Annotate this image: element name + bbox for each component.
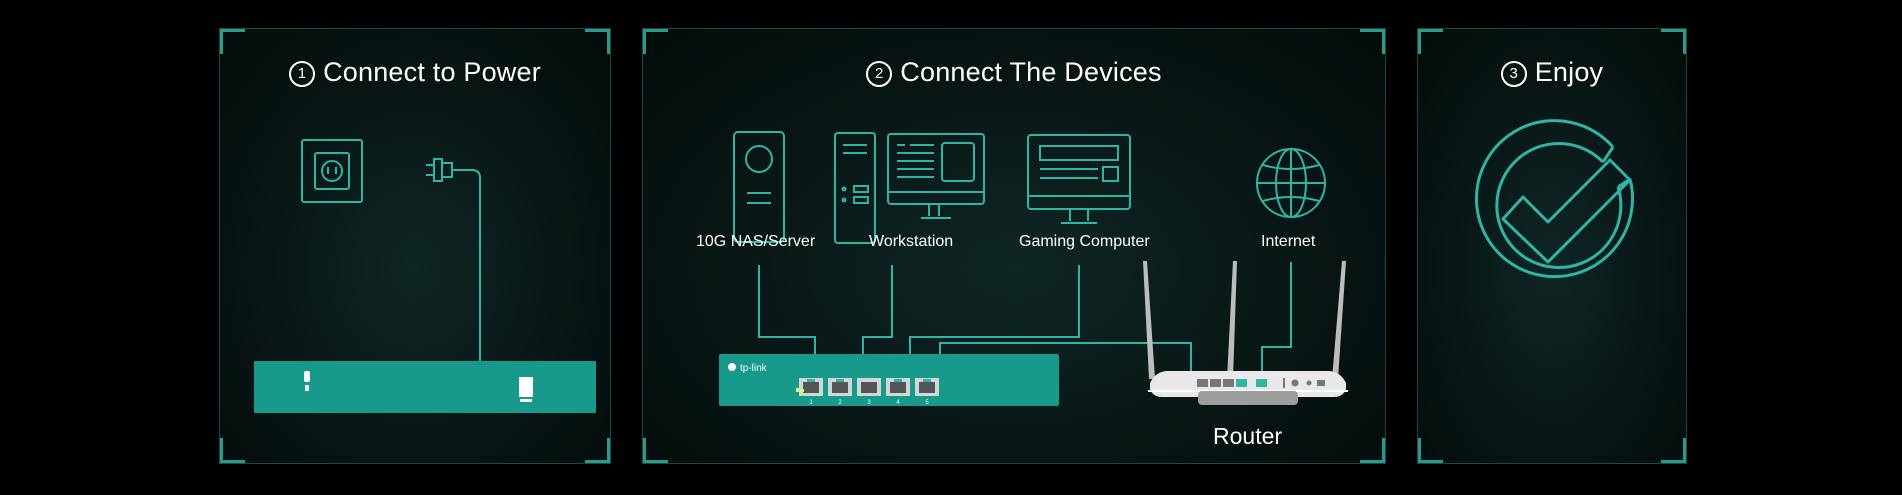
step-3-title: 3 Enjoy xyxy=(1418,57,1686,88)
corner-bracket xyxy=(1418,438,1443,463)
checkmark-circle-icon xyxy=(1475,119,1634,279)
gaming-computer-icon xyxy=(1027,134,1131,224)
switch-labels: tp-link 1 2 3 4 5 xyxy=(740,363,929,406)
corner-bracket xyxy=(585,438,610,463)
internet-label: Internet xyxy=(1261,233,1316,250)
wall-outlet-icon xyxy=(301,139,363,203)
step-3-title-text: Enjoy xyxy=(1534,57,1604,87)
corner-bracket xyxy=(1661,29,1686,54)
port-label: 3 xyxy=(867,400,871,406)
router-antennas xyxy=(1143,261,1346,379)
step-3-number: 3 xyxy=(1500,61,1527,87)
port-label: 5 xyxy=(925,400,929,406)
step-2-number: 2 xyxy=(866,61,893,87)
step-2-title-text: Connect The Devices xyxy=(900,57,1162,87)
switch-rear-panel xyxy=(254,361,596,413)
internet-globe-icon xyxy=(1256,148,1326,218)
power-led xyxy=(796,389,804,392)
step-2-panel: 2 Connect The Devices xyxy=(642,28,1386,464)
corner-bracket xyxy=(1418,29,1443,54)
corner-bracket xyxy=(643,29,668,54)
workstation-icon xyxy=(834,132,985,244)
power-diagram xyxy=(254,139,596,413)
gaming-computer-label: Gaming Computer xyxy=(1019,233,1150,250)
network-switch xyxy=(719,354,1059,406)
step-1-title-text: Connect to Power xyxy=(323,57,541,87)
nas-server-icon xyxy=(733,131,785,243)
step-2-title: 2 Connect The Devices xyxy=(643,57,1385,88)
corner-bracket xyxy=(585,29,610,54)
router-icon xyxy=(1148,371,1348,405)
port-label: 1 xyxy=(809,400,813,406)
step-1-panel: 1 Connect to Power xyxy=(219,28,611,464)
corner-bracket xyxy=(220,29,245,54)
router-label: Router xyxy=(1213,423,1283,449)
workstation-label: Workstation xyxy=(869,233,954,250)
nas-label: 10G NAS/Server xyxy=(696,233,816,250)
corner-bracket xyxy=(1661,438,1686,463)
power-plug-icon xyxy=(426,158,481,361)
corner-bracket xyxy=(1360,438,1385,463)
port-label: 2 xyxy=(838,400,842,406)
enjoy-graphic xyxy=(1475,119,1634,279)
step-3-panel: 3 Enjoy xyxy=(1417,28,1687,464)
switch-brand: tp-link xyxy=(740,363,768,374)
corner-bracket xyxy=(1360,29,1385,54)
devices-diagram: tp-link 1 2 3 4 5 xyxy=(719,131,1348,406)
port-label: 4 xyxy=(896,400,900,406)
corner-bracket xyxy=(643,438,668,463)
corner-bracket xyxy=(220,438,245,463)
step-1-title: 1 Connect to Power xyxy=(220,57,610,88)
step-1-number: 1 xyxy=(289,61,316,87)
